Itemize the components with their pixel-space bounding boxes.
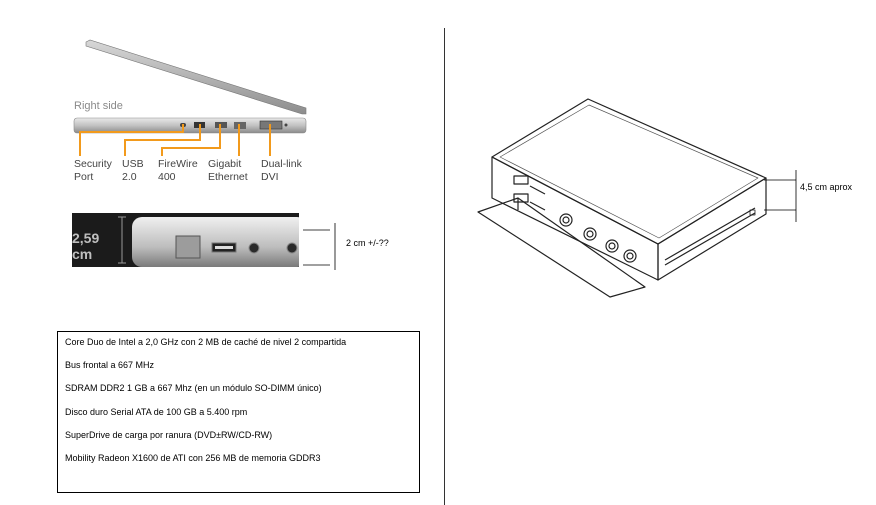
port-closeup-photo: 2,59 cm [72, 213, 299, 267]
closeup-measure-bracket [303, 223, 336, 270]
device-line-drawing [477, 98, 767, 298]
closeup-dimension-label: 2,59 cm [72, 230, 100, 262]
spec-item: Mobility Radeon X1600 de ATI con 256 MB … [65, 453, 321, 463]
device-measure-bracket [764, 170, 797, 222]
spec-item: Bus frontal a 667 MHz [65, 360, 155, 370]
spec-item: SDRAM DDR2 1 GB a 667 Mhz (en un módulo … [65, 383, 322, 393]
port-callout-lines [79, 124, 271, 156]
closeup-graphic [118, 216, 299, 267]
device-measure-note: 4,5 cm aprox [800, 182, 853, 192]
spec-list-box: Core Duo de Intel a 2,0 GHz con 2 MB de … [57, 331, 420, 493]
vertical-divider [444, 28, 445, 505]
laptop-side-title: Right side [74, 100, 123, 112]
spec-item: Core Duo de Intel a 2,0 GHz con 2 MB de … [65, 337, 347, 347]
closeup-measure-note: 2 cm +/-?? [346, 238, 389, 248]
spec-item: Disco duro Serial ATA de 100 GB a 5.400 … [65, 407, 248, 417]
spec-item: SuperDrive de carga por ranura (DVD±RW/C… [65, 430, 273, 440]
